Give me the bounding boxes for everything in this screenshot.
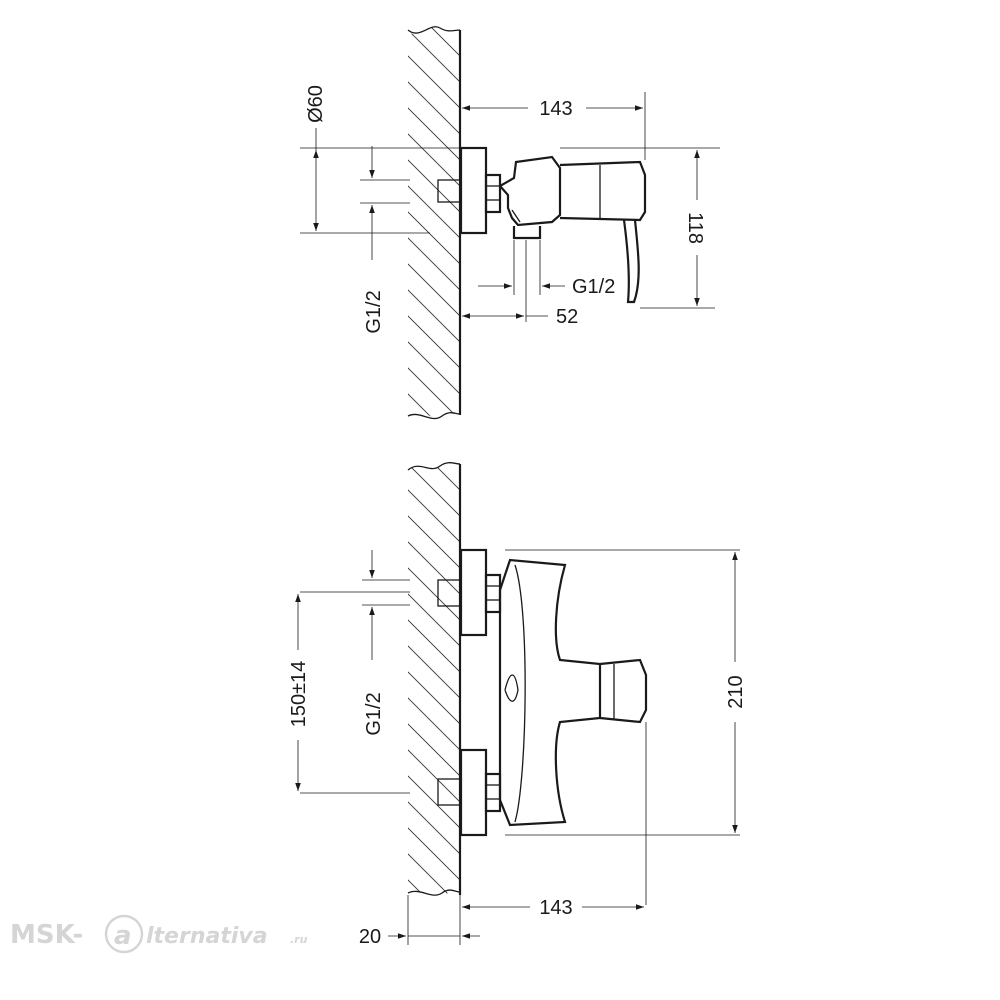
hatch-line bbox=[408, 47, 460, 119]
hatch-line bbox=[408, 385, 460, 418]
dim-top-height-label: 118 bbox=[684, 212, 706, 244]
hatch-line bbox=[408, 507, 460, 579]
dim-inlet-spacing-label: 150±14 bbox=[288, 661, 310, 728]
hatch-line bbox=[408, 741, 460, 813]
dim-front-inlet-thread-label: G1/2 bbox=[363, 692, 385, 735]
wall-bottom-section bbox=[400, 462, 470, 968]
hatch-line bbox=[408, 125, 460, 197]
dim-top-inlet-thread: G1/2 bbox=[363, 146, 385, 334]
hatch-line bbox=[408, 533, 460, 605]
hatch-line bbox=[408, 715, 460, 787]
hatch-line bbox=[408, 481, 460, 553]
hatch-line bbox=[408, 26, 460, 67]
svg-text:a: a bbox=[114, 921, 132, 951]
hatch-line bbox=[408, 559, 460, 631]
dim-top-width-label: 143 bbox=[539, 98, 572, 120]
dim-outlet-offset-label: 52 bbox=[556, 306, 578, 328]
hatch-line bbox=[408, 73, 460, 145]
dim-top-inlet-thread-label: G1/2 bbox=[363, 290, 385, 333]
dim-front-height-label: 210 bbox=[725, 675, 747, 708]
dim-inlet-spacing: 150±14 bbox=[288, 594, 310, 791]
hatch-line bbox=[408, 611, 460, 683]
hatch-line bbox=[408, 229, 460, 301]
hatch-line bbox=[408, 151, 460, 223]
dim-diameter-label: Ø60 bbox=[305, 85, 327, 123]
watermark-prefix: MSK- bbox=[10, 920, 83, 950]
watermark-suffix: lternativa bbox=[146, 924, 268, 949]
dim-front-inlet-thread: G1/2 bbox=[363, 550, 385, 736]
dim-outlet-offset: 52 bbox=[462, 306, 578, 328]
top-view: 143 Ø60 G1/2 118 G1/2 bbox=[300, 26, 720, 420]
hatch-line bbox=[408, 307, 460, 379]
hatch-line bbox=[408, 819, 460, 891]
dim-diameter: Ø60 bbox=[305, 85, 327, 231]
dim-front-height: 210 bbox=[725, 552, 747, 833]
hatch-line bbox=[408, 637, 460, 709]
hatch-line bbox=[408, 663, 460, 735]
hatch-line bbox=[408, 359, 460, 418]
hatch-line bbox=[408, 585, 460, 657]
watermark-logo: MSK- a lternativa .ru bbox=[10, 914, 308, 954]
dim-top-width: 143 bbox=[462, 98, 643, 120]
top-extension-lines bbox=[300, 90, 720, 322]
dim-outlet-thread-label: G1/2 bbox=[572, 276, 615, 298]
dim-wall-offset: 20 bbox=[359, 926, 480, 948]
front-view: 150±14 G1/2 210 143 20 bbox=[288, 462, 747, 968]
dim-top-height: 118 bbox=[684, 150, 706, 306]
hatch-line bbox=[408, 689, 460, 761]
dim-front-width-label: 143 bbox=[539, 897, 572, 919]
hatch-line bbox=[408, 281, 460, 353]
hatch-line bbox=[408, 845, 460, 896]
hatch-line bbox=[408, 203, 460, 275]
front-extension-lines bbox=[300, 549, 740, 945]
hatch-line bbox=[400, 898, 470, 968]
dim-outlet-thread: G1/2 bbox=[478, 276, 615, 298]
hatch-line bbox=[408, 793, 460, 865]
hatch-line bbox=[408, 871, 460, 896]
mixer-top-outline bbox=[437, 146, 647, 304]
hatch-line bbox=[408, 333, 460, 405]
wall-top-section bbox=[407, 26, 462, 420]
dim-front-width: 143 bbox=[462, 897, 644, 919]
watermark-domain: .ru bbox=[290, 933, 308, 946]
hatch-line bbox=[408, 177, 460, 249]
hatch-line bbox=[408, 767, 460, 839]
dim-wall-offset-label: 20 bbox=[359, 926, 381, 948]
hatch-line bbox=[408, 255, 460, 327]
hatch-line bbox=[408, 99, 460, 171]
mixer-front-outline bbox=[437, 548, 648, 837]
